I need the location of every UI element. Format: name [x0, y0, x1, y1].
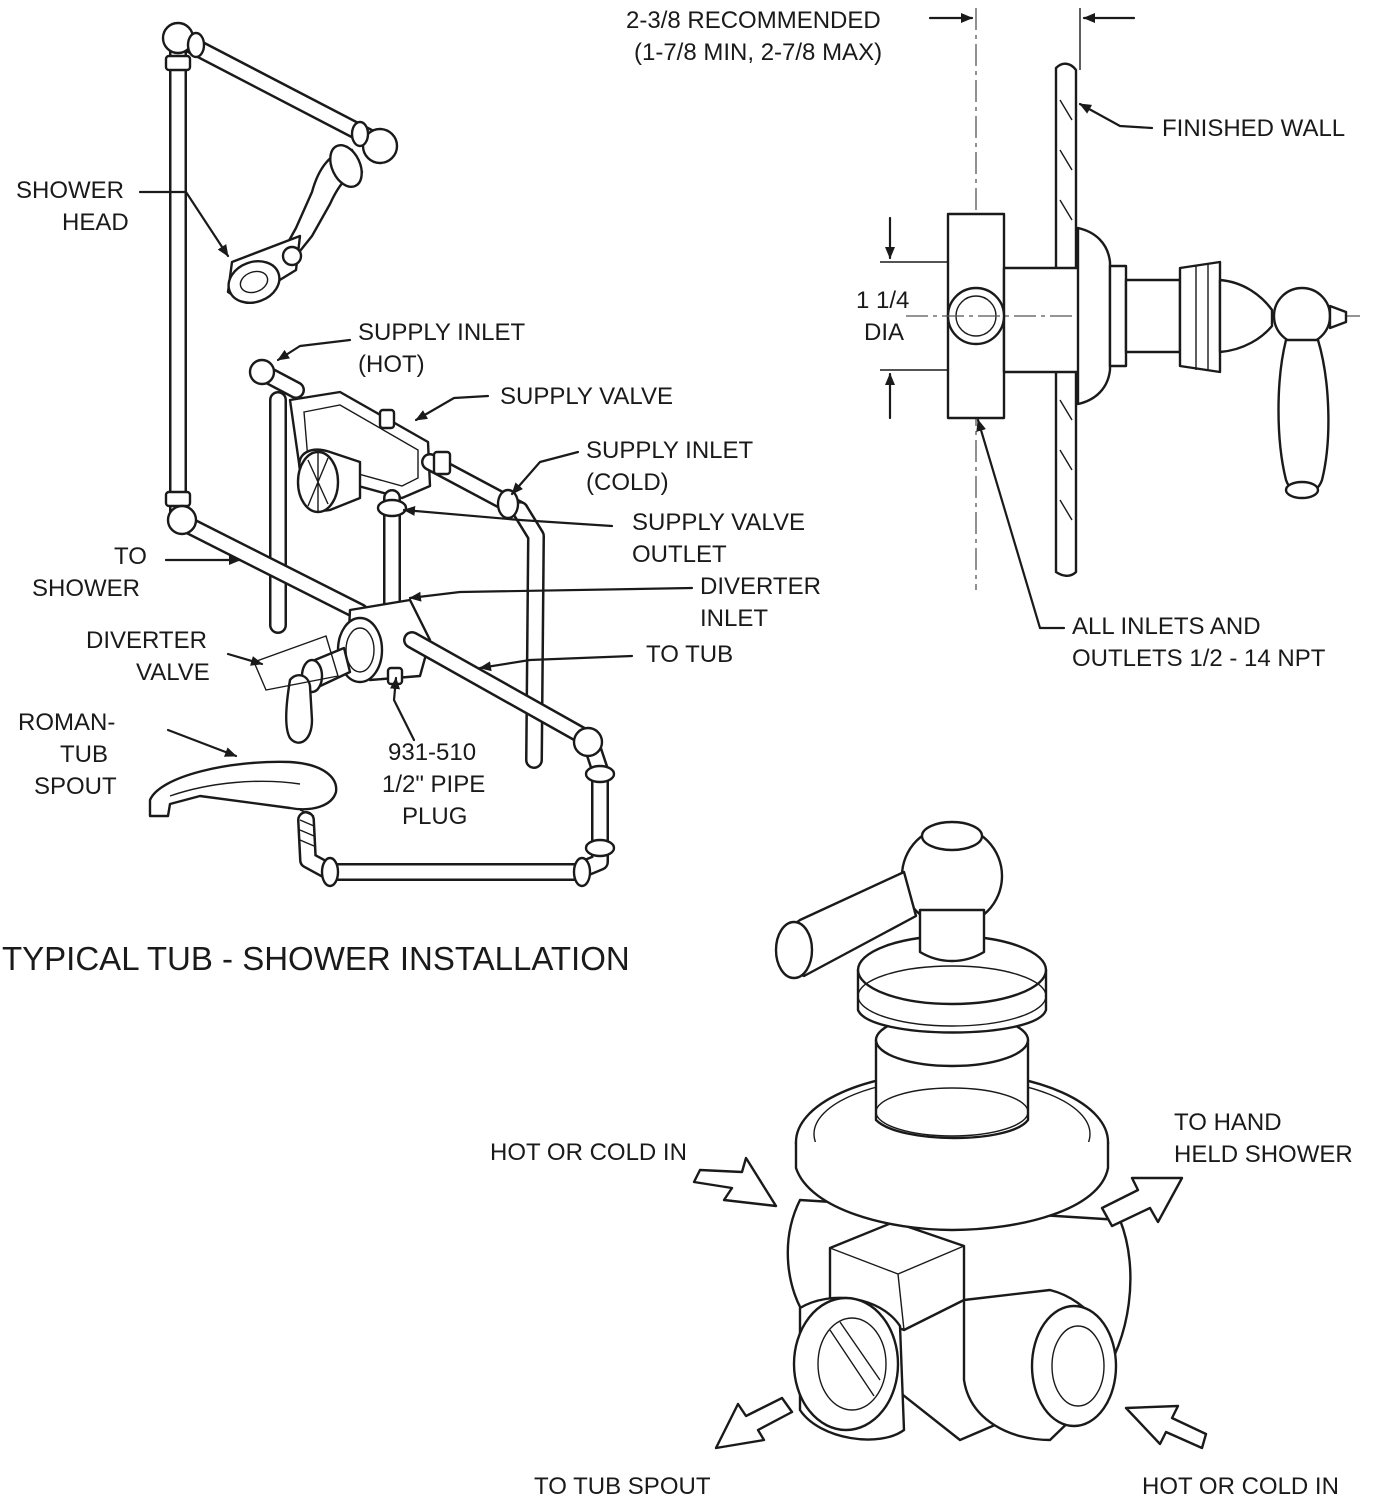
diagram-title: TYPICAL TUB - SHOWER INSTALLATION — [2, 940, 630, 977]
label-min-max: (1-7/8 MIN, 2-7/8 MAX) — [634, 39, 882, 66]
arrow-hot-cold-in-left — [692, 1156, 778, 1208]
to-tub-pipe — [297, 631, 616, 888]
left-labels: SHOWER HEAD SUPPLY INLET (HOT) SUPPLY VA… — [2, 177, 821, 977]
iso-labels: HOT OR COLD IN TO HAND HELD SHOWER TO TU… — [490, 1109, 1353, 1500]
label-inlets-outlets-2: OUTLETS 1/2 - 14 NPT — [1072, 645, 1326, 672]
label-dia-2: DIA — [864, 319, 904, 346]
section-labels: 2-3/8 RECOMMENDED (1-7/8 MIN, 2-7/8 MAX)… — [626, 7, 1345, 672]
label-supply-inlet-cold-2: (COLD) — [586, 469, 669, 496]
label-inlets-outlets-1: ALL INLETS AND — [1072, 613, 1261, 640]
label-supply-valve-outlet-2: OUTLET — [632, 541, 727, 568]
label-roman-tub-spout-1: ROMAN- — [18, 709, 115, 736]
valve-trim-section — [1076, 226, 1348, 500]
label-to-tub: TO TUB — [646, 641, 733, 668]
label-supply-inlet-hot-2: (HOT) — [358, 351, 425, 378]
label-pipe-plug-2: 1/2" PIPE — [382, 771, 485, 798]
diverter-valve — [253, 598, 432, 744]
arrow-to-tub-spout — [714, 1396, 794, 1450]
label-finished-wall: FINISHED WALL — [1162, 115, 1345, 142]
label-shower-head-1: SHOWER — [16, 177, 124, 204]
label-shower-head-2: HEAD — [62, 209, 129, 236]
label-to-tub-spout: TO TUB SPOUT — [534, 1473, 711, 1500]
arrow-to-hand-held — [1100, 1176, 1184, 1228]
label-roman-tub-spout-3: SPOUT — [34, 773, 117, 800]
label-hot-cold-in-right: HOT OR COLD IN — [1142, 1473, 1339, 1500]
to-shower-pipe — [166, 504, 369, 621]
label-roman-tub-spout-2: TUB — [60, 741, 108, 768]
label-supply-valve: SUPPLY VALVE — [500, 383, 673, 410]
label-diverter-valve-2: VALVE — [136, 659, 210, 686]
label-to-hand-held-2: HELD SHOWER — [1174, 1141, 1353, 1168]
supply-outlet-pipe — [376, 489, 408, 621]
shower-riser-pipe — [164, 31, 192, 529]
tub-shower-assembly — [138, 21, 694, 888]
label-pipe-plug-3: PLUG — [402, 803, 467, 830]
shower-arm-pipe — [161, 21, 399, 165]
label-supply-inlet-hot-1: SUPPLY INLET — [358, 319, 526, 346]
label-recommended: 2-3/8 RECOMMENDED — [626, 7, 881, 34]
label-pipe-plug-1: 931-510 — [388, 739, 476, 766]
supply-valve — [248, 358, 545, 769]
roman-tub-spout — [148, 760, 338, 818]
section-view — [880, 8, 1360, 630]
label-diverter-inlet-1: DIVERTER — [700, 573, 821, 600]
label-supply-inlet-cold-1: SUPPLY INLET — [586, 437, 754, 464]
label-dia-1: 1 1/4 — [856, 287, 909, 314]
isometric-valve — [692, 820, 1208, 1450]
label-diverter-inlet-2: INLET — [700, 605, 768, 632]
shower-head — [226, 144, 364, 304]
label-to-shower-2: SHOWER — [32, 575, 140, 602]
label-to-shower-1: TO — [114, 543, 147, 570]
label-diverter-valve-1: DIVERTER — [86, 627, 207, 654]
arrow-hot-cold-in-right — [1124, 1404, 1208, 1450]
label-to-hand-held-1: TO HAND — [1174, 1109, 1282, 1136]
label-hot-cold-in-left: HOT OR COLD IN — [490, 1139, 687, 1166]
label-supply-valve-outlet-1: SUPPLY VALVE — [632, 509, 805, 536]
